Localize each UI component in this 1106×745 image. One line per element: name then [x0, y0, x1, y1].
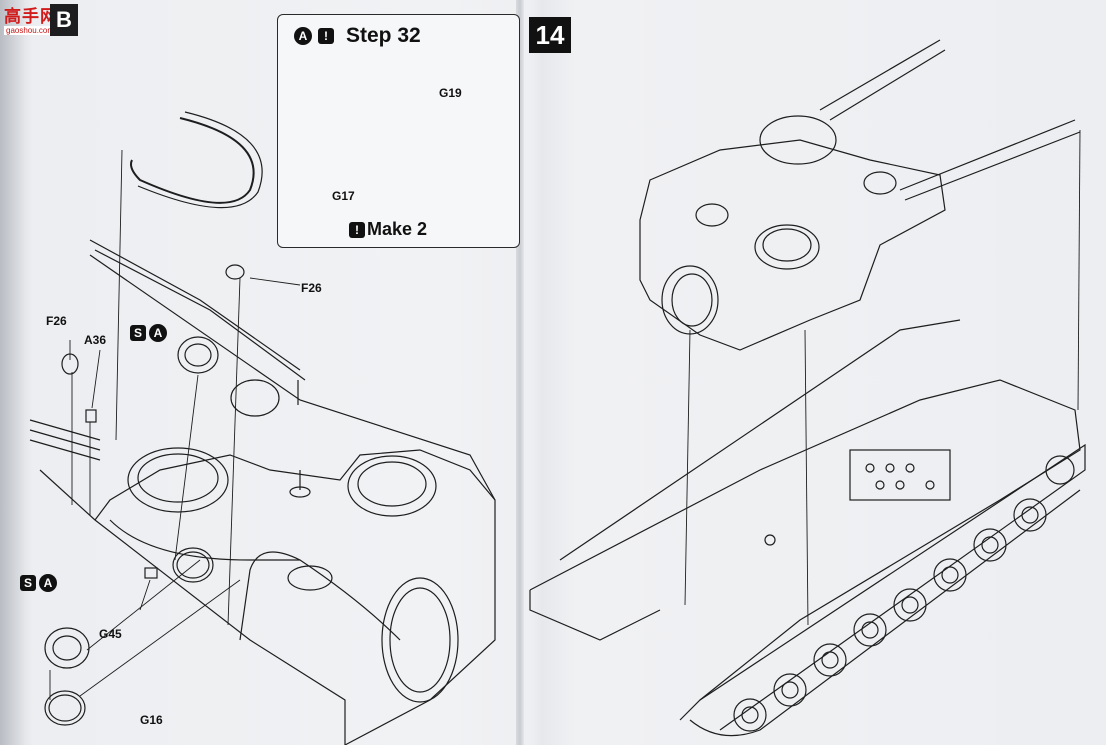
part-label-g16: G16 [140, 713, 163, 727]
watermark-site: gaoshou.com [4, 26, 57, 35]
hull-top-drawing [29, 111, 496, 745]
book-gutter [516, 0, 524, 745]
make-quantity-text: Make 2 [367, 219, 428, 239]
step-title: Step 32 [346, 24, 421, 47]
marker-a-icon: A [39, 574, 57, 592]
sprue-icon: S [130, 325, 146, 341]
step-32-box: A ! Step 32 G19 G17 ! Make 2 [277, 14, 520, 248]
page-edge-shadow [0, 0, 24, 745]
tank-assembly-drawing [529, 39, 1086, 737]
step-32-header: A ! Step 32 [294, 24, 421, 48]
tank-leader-lines [684, 129, 1081, 626]
watermark-brand: 高手网 [4, 7, 58, 26]
watermark-logo: 高手网 gaoshou.com B [2, 2, 80, 40]
marker-a-icon: A [294, 27, 312, 45]
leader-lines [49, 149, 301, 700]
make-quantity-note: ! Make 2 [349, 219, 427, 240]
exclamation-icon: ! [349, 221, 365, 238]
part-label-g17: G17 [332, 189, 355, 203]
part-label-f26-right: F26 [301, 281, 322, 295]
part-label-g19: G19 [439, 86, 462, 100]
sprue-a-symbol-lower: S A [20, 574, 57, 592]
sprue-icon: S [20, 575, 36, 591]
exclamation-icon: ! [318, 28, 334, 44]
part-label-g45: G45 [99, 627, 122, 641]
part-label-f26-left: F26 [46, 314, 67, 328]
part-label-a36: A36 [84, 333, 107, 347]
step-number-14: 14 [529, 17, 571, 53]
watermark-badge: B [50, 4, 78, 36]
marker-a-icon: A [149, 324, 167, 342]
sprue-a-symbol-upper: S A [130, 324, 167, 342]
